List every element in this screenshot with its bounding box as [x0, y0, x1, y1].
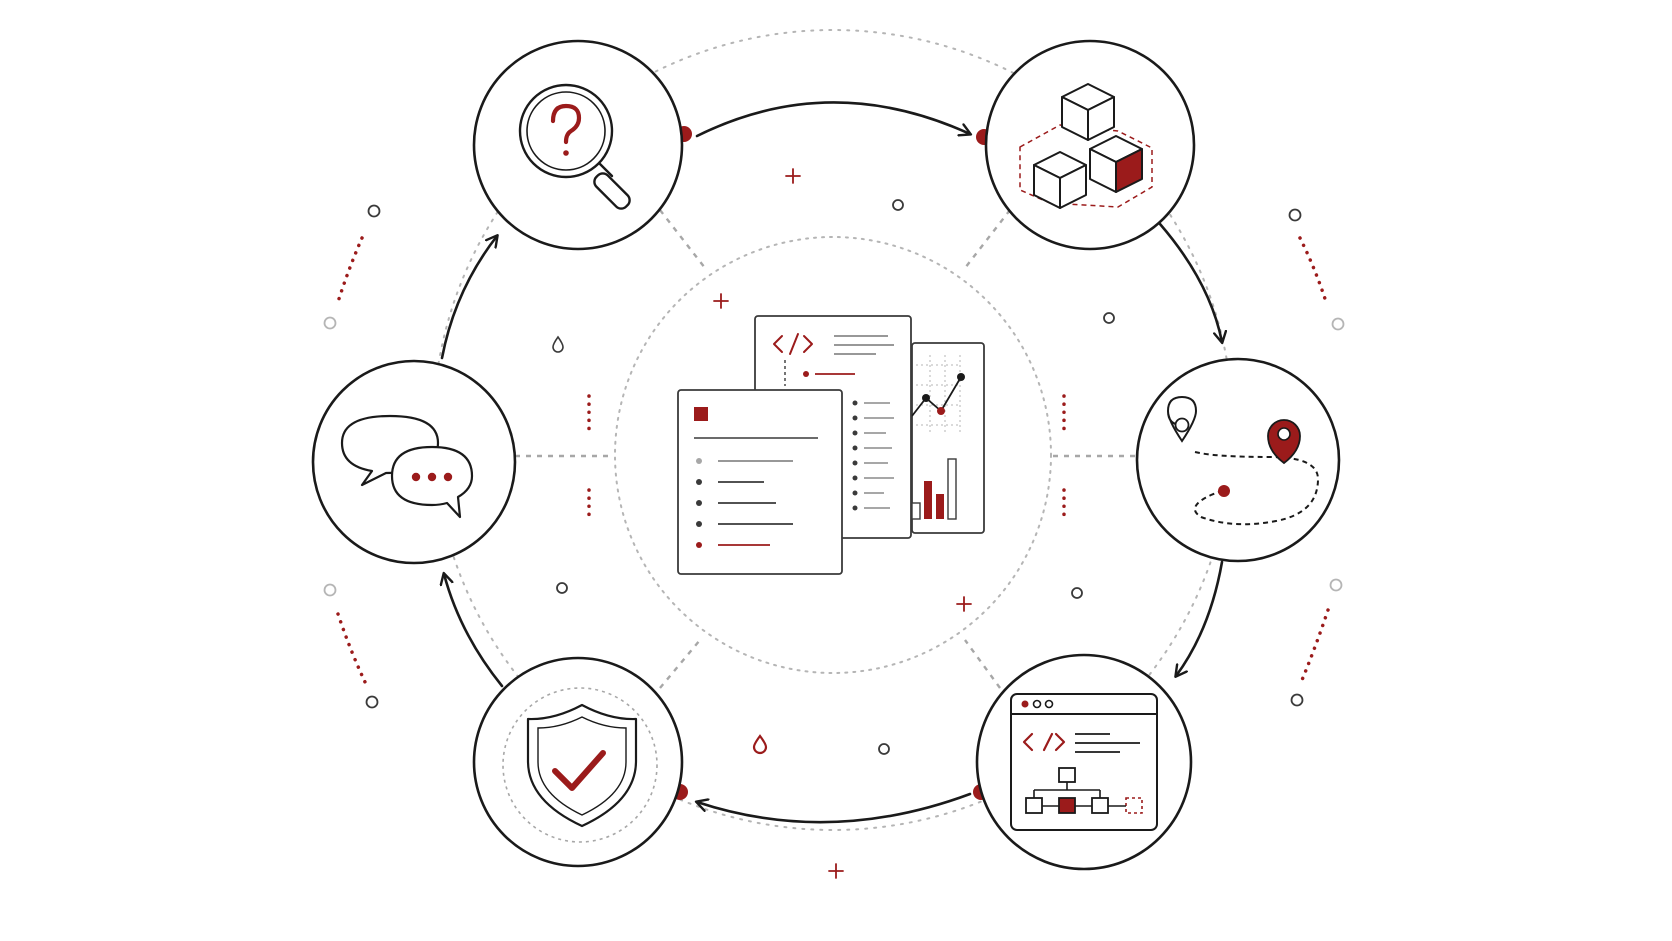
small-circles	[323, 199, 1345, 755]
shield-check-icon	[502, 687, 658, 843]
code-window-flow-icon	[1010, 693, 1158, 831]
edge-build-to-verify	[697, 792, 972, 824]
chart-document	[911, 342, 985, 534]
inner-orbit	[614, 236, 1052, 674]
list-document	[677, 389, 843, 575]
edge-model-to-route	[1158, 222, 1222, 342]
discover-step	[472, 39, 684, 251]
document-stack-icon	[677, 315, 985, 575]
center-connectors	[515, 209, 1135, 689]
edge-discover-to-model	[695, 101, 970, 138]
plus-marks	[713, 168, 972, 879]
accent-dots	[335, 236, 1330, 684]
map-route-icon	[1166, 395, 1320, 526]
model-step	[984, 39, 1196, 251]
edge-route-to-build	[1176, 560, 1224, 676]
edge-feedback-to-discover	[440, 236, 497, 360]
cycle-edges	[440, 101, 1224, 824]
route-step	[1135, 357, 1341, 563]
cubes-icon	[1019, 83, 1153, 209]
drop-marks	[552, 335, 768, 755]
edge-verify-to-feedback	[444, 574, 504, 688]
magnifier-question-icon	[518, 83, 631, 210]
chat-bubbles-icon	[340, 414, 474, 519]
